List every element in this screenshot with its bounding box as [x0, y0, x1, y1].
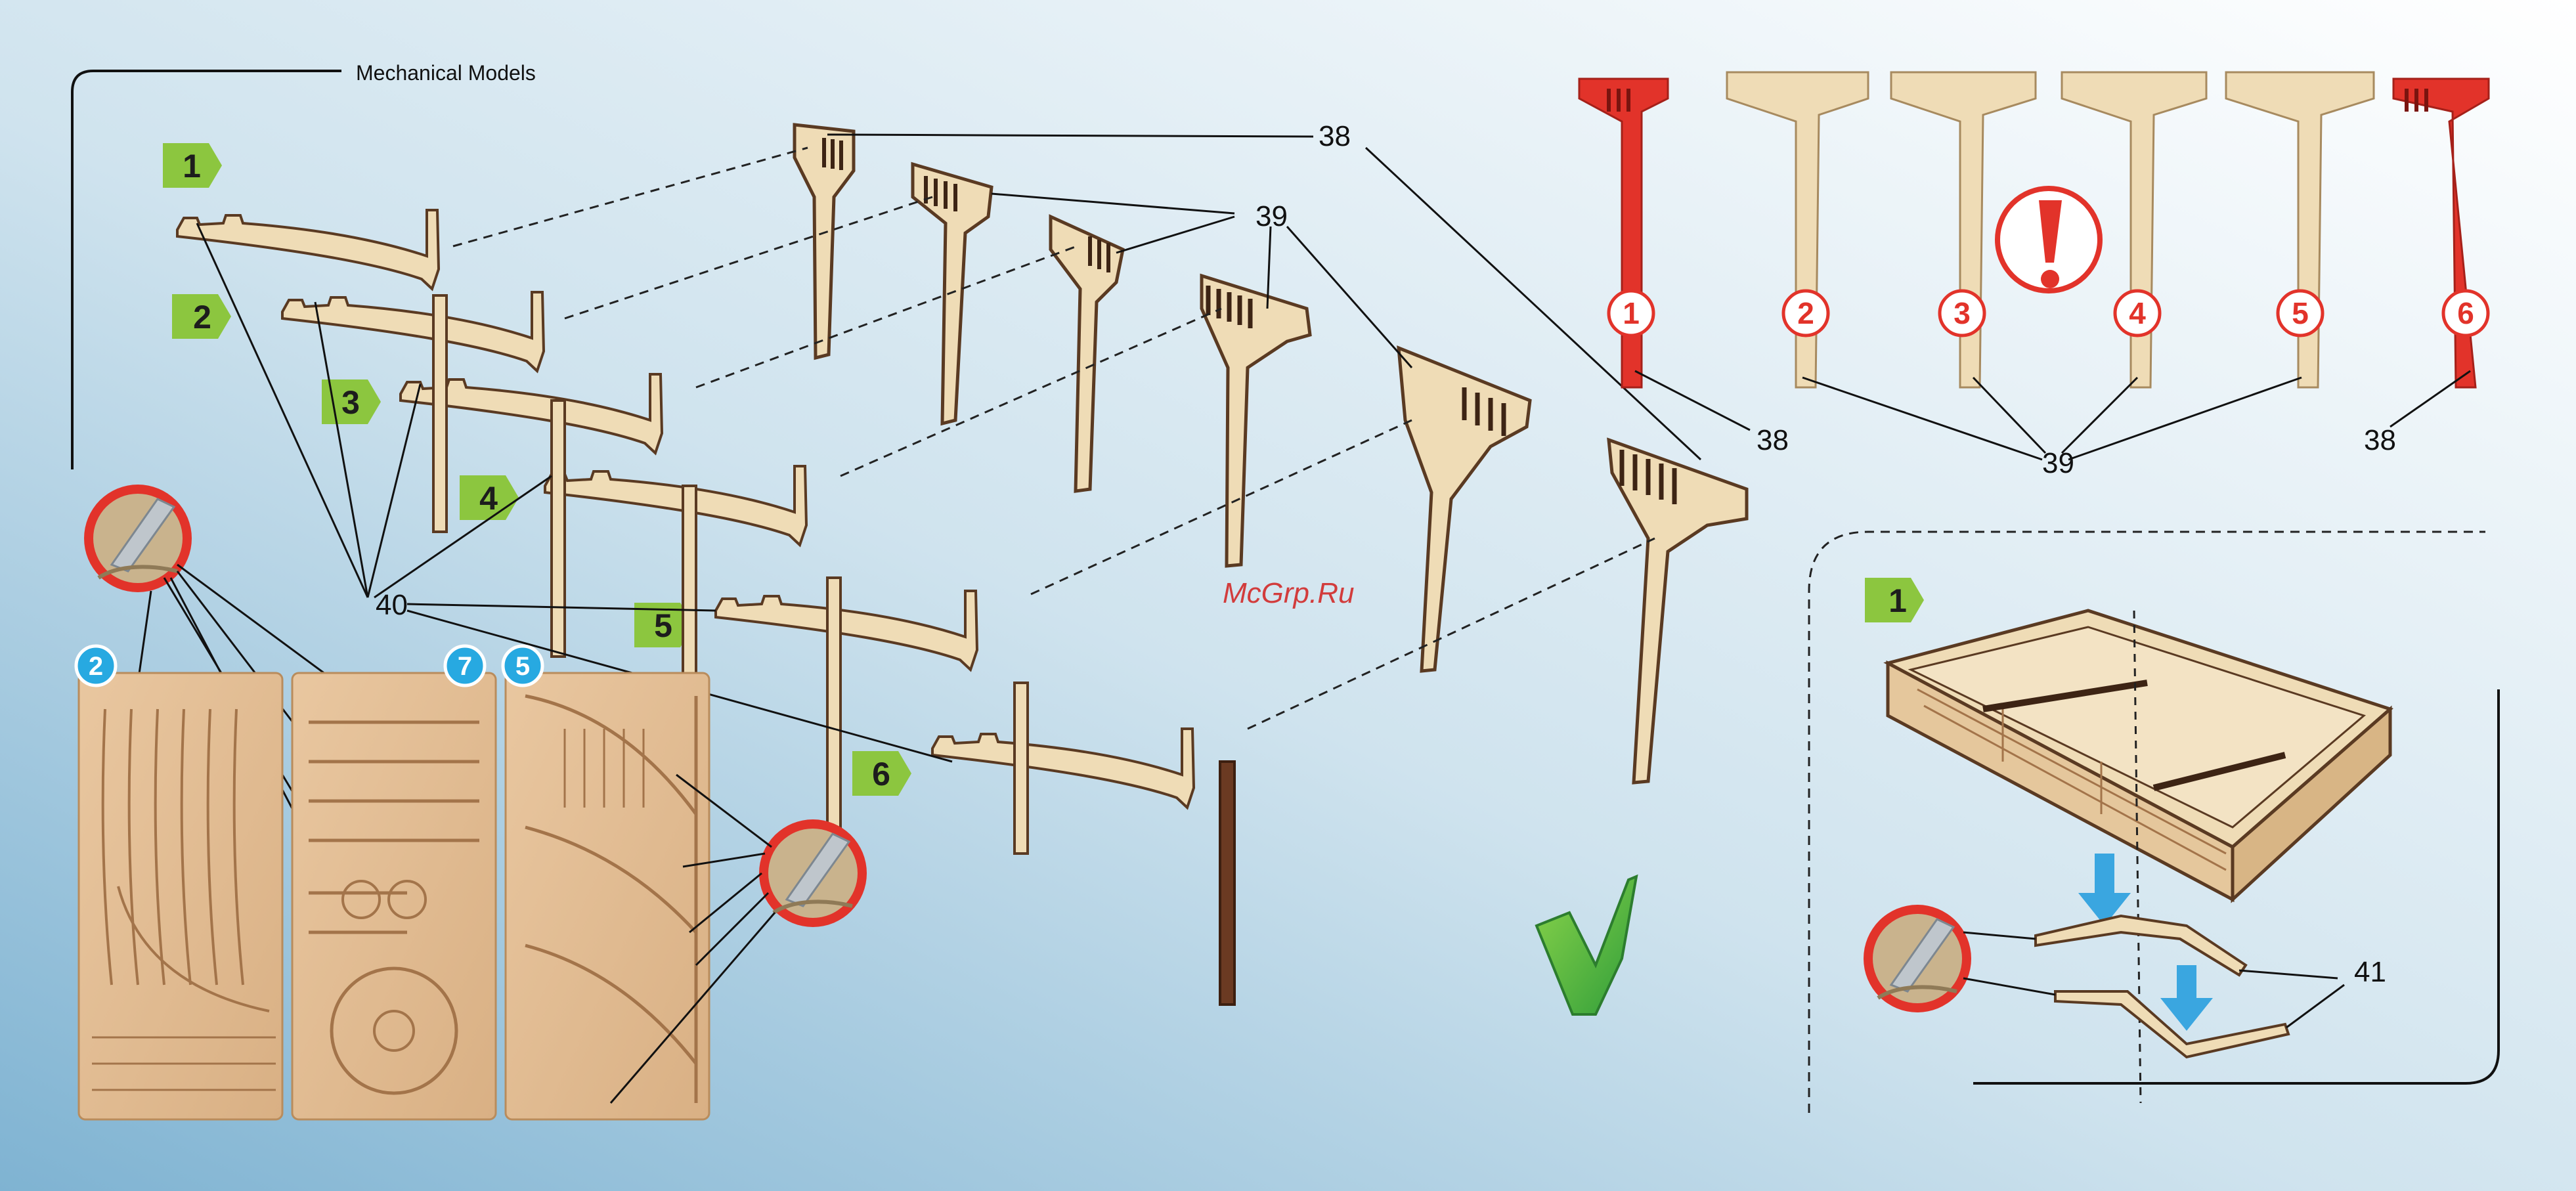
parts-sheets: 2 7 [76, 646, 709, 1119]
series-label: Mechanical Models [356, 61, 536, 85]
svg-text:2: 2 [89, 652, 103, 681]
order-callout-38-left: 38 [1757, 424, 1789, 456]
svg-text:2: 2 [1797, 296, 1814, 330]
svg-text:1: 1 [1623, 296, 1640, 330]
callout-38: 38 [1319, 120, 1351, 152]
svg-text:6: 6 [2457, 296, 2474, 330]
order-callout-39: 39 [2042, 447, 2074, 479]
inset-cutter-icon [1864, 905, 1971, 1012]
exclamation-icon [1997, 188, 2100, 291]
svg-text:3: 3 [341, 384, 360, 421]
svg-text:4: 4 [2129, 296, 2146, 330]
svg-text:3: 3 [1954, 296, 1971, 330]
order-callout-38-right: 38 [2364, 424, 2396, 456]
callout-40: 40 [376, 589, 408, 621]
watermark: McGrp.Ru [1223, 577, 1354, 609]
svg-text:6: 6 [872, 756, 890, 792]
svg-text:5: 5 [515, 652, 530, 681]
cutter-icon-2 [759, 819, 867, 927]
svg-text:7: 7 [458, 652, 472, 681]
cutter-icon [84, 485, 192, 592]
sheet-2: 2 [76, 646, 282, 1119]
svg-text:5: 5 [654, 607, 672, 644]
svg-text:4: 4 [479, 480, 498, 517]
svg-text:2: 2 [193, 299, 211, 336]
svg-text:1: 1 [1888, 582, 1907, 619]
svg-text:5: 5 [2292, 296, 2309, 330]
sheet-5: 5 [503, 646, 709, 1119]
sheet-7: 7 [292, 646, 496, 1119]
svg-text:1: 1 [183, 148, 201, 184]
callout-39: 39 [1255, 200, 1288, 232]
inset-callout-41: 41 [2354, 956, 2386, 988]
